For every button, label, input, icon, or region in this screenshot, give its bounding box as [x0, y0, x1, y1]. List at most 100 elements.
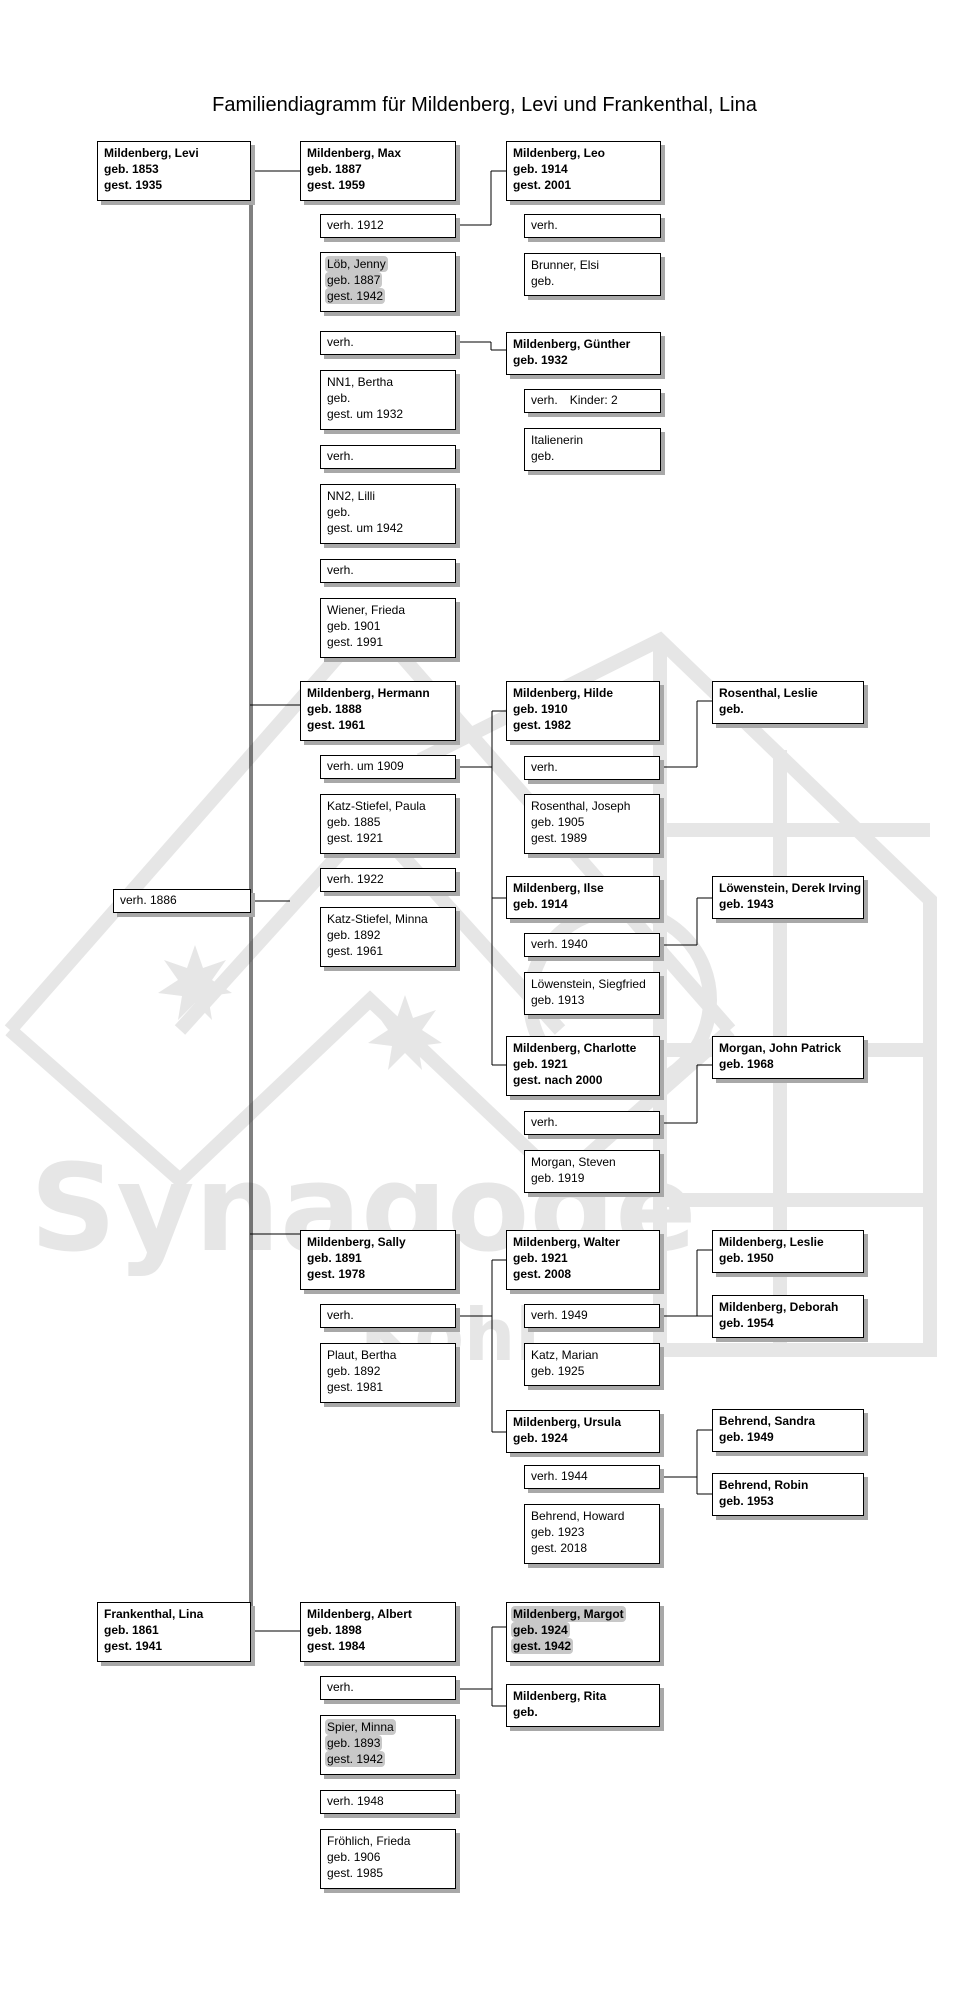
person-birth: geb. 1950	[719, 1251, 774, 1265]
spouse-name: Katz, Marian	[531, 1348, 599, 1362]
spouse-death: gest. um 1942	[327, 521, 404, 535]
person-name: Mildenberg, Levi	[104, 146, 199, 160]
marriage-label: verh. 1940	[531, 937, 588, 951]
marriage-label: verh. 1944	[531, 1469, 588, 1483]
spouse-birth: geb. 1906	[327, 1850, 381, 1864]
person-name: Mildenberg, Hermann	[307, 686, 430, 700]
person-name: Mildenberg, Walter	[513, 1235, 620, 1249]
person-birth: geb. 1910	[513, 702, 568, 716]
spouse-death: gest. 1921	[327, 831, 384, 845]
spouse-box-joseph: Rosenthal, Joseph geb. 1905 gest. 1989	[524, 794, 660, 854]
spouse-box-steven: Morgan, Steven geb. 1919	[524, 1150, 660, 1193]
marriage-label: verh.	[531, 760, 558, 774]
person-birth: geb. 1914	[513, 162, 568, 176]
marriage-box: verh. 1912	[320, 214, 456, 238]
marriage-box: verh. 1944	[524, 1465, 660, 1489]
spouse-death: gest. 1942	[325, 1751, 386, 1767]
spouse-birth: geb. 1919	[531, 1171, 585, 1185]
person-birth: geb. 1921	[513, 1057, 568, 1071]
spouse-birth: geb. 1887	[325, 272, 383, 288]
spouse-birth: geb.	[531, 274, 555, 288]
marriage-label: verh. 1949	[531, 1308, 588, 1322]
marriage-label: verh.	[327, 1308, 354, 1322]
marriage-label: verh. 1922	[327, 872, 384, 886]
person-birth: geb. 1949	[719, 1430, 774, 1444]
person-birth: geb. 1914	[513, 897, 568, 911]
marriage-label: verh.	[531, 1115, 558, 1129]
marriage-label: verh.	[531, 218, 558, 232]
marriage-box: verh.	[320, 445, 456, 469]
person-name: Löwenstein, Derek Irving	[719, 881, 862, 895]
spouse-death: gest. 2018	[531, 1541, 588, 1555]
spouse-death: gest. 1989	[531, 831, 588, 845]
person-death: gest. 2001	[513, 178, 572, 192]
marriage-box: verh. um 1909	[320, 755, 456, 779]
person-birth: geb. 1932	[513, 353, 568, 367]
person-box-hermann: Mildenberg, Hermann geb. 1888 gest. 1961	[300, 681, 456, 741]
person-name: Frankenthal, Lina	[104, 1607, 204, 1621]
person-box-charlotte: Mildenberg, Charlotte geb. 1921 gest. na…	[506, 1036, 660, 1096]
person-box-guenther: Mildenberg, Günther geb. 1932	[506, 332, 661, 375]
spouse-death: gest. 1942	[325, 288, 386, 304]
person-name: Behrend, Sandra	[719, 1414, 816, 1428]
spouse-birth: geb.	[327, 391, 351, 405]
spouse-box-bertha-plaut: Plaut, Bertha geb. 1892 gest. 1981	[320, 1343, 456, 1403]
person-name: Mildenberg, Margot	[511, 1606, 626, 1622]
person-death: gest. 1959	[307, 178, 366, 192]
marriage-box: verh.	[524, 214, 661, 238]
spouse-box-jenny: Löb, Jenny geb. 1887 gest. 1942	[320, 252, 456, 312]
person-death: gest. 1935	[104, 178, 163, 192]
spouse-birth: geb. 1892	[327, 928, 381, 942]
marriage-box: verh.	[524, 1111, 660, 1135]
person-death: gest. 1982	[513, 718, 572, 732]
person-birth: geb. 1924	[511, 1622, 570, 1638]
person-box-margot: Mildenberg, Margot geb. 1924 gest. 1942	[506, 1602, 660, 1662]
person-name: Mildenberg, Ursula	[513, 1415, 622, 1429]
person-name: Mildenberg, Leslie	[719, 1235, 824, 1249]
spouse-name: Löwenstein, Siegfried	[531, 977, 646, 991]
marriage-label: verh.	[327, 335, 354, 349]
spouse-box-italienerin: Italienerin geb.	[524, 428, 661, 471]
spouse-death: gest. 1961	[327, 944, 384, 958]
spouse-name: NN2, Lilli	[327, 489, 376, 503]
person-death: gest. 1984	[307, 1639, 366, 1653]
person-birth: geb. 1888	[307, 702, 362, 716]
person-birth: geb. 1953	[719, 1494, 774, 1508]
spouse-box-frieda-wiener: Wiener, Frieda geb. 1901 gest. 1991	[320, 598, 456, 658]
marriage-box: verh.Kinder: 2	[524, 389, 661, 413]
person-birth: geb.	[513, 1705, 538, 1719]
person-death: gest. 1978	[307, 1267, 366, 1281]
person-death: gest. 1961	[307, 718, 366, 732]
spouse-box-minna-spier: Spier, Minna geb. 1893 gest. 1942	[320, 1715, 456, 1775]
person-name: Mildenberg, Hilde	[513, 686, 614, 700]
marriage-label: verh.	[327, 1680, 354, 1694]
marriage-box: verh. 1940	[524, 933, 660, 957]
spouse-name: Fröhlich, Frieda	[327, 1834, 411, 1848]
person-death: gest. nach 2000	[513, 1073, 603, 1087]
spouse-name: Katz-Stiefel, Paula	[327, 799, 426, 813]
spouse-birth: geb. 1893	[325, 1735, 383, 1751]
person-birth: geb. 1924	[513, 1431, 568, 1445]
spouse-box-paula: Katz-Stiefel, Paula geb. 1885 gest. 1921	[320, 794, 456, 854]
spouse-name: Morgan, Steven	[531, 1155, 616, 1169]
spouse-birth: geb. 1892	[327, 1364, 381, 1378]
person-name: Mildenberg, Charlotte	[513, 1041, 637, 1055]
person-name: Mildenberg, Ilse	[513, 881, 604, 895]
marriage-label: verh. 1948	[327, 1794, 384, 1808]
person-name: Mildenberg, Günther	[513, 337, 631, 351]
root-marriage-box: verh. 1886	[113, 889, 251, 913]
person-box-deborah: Mildenberg, Deborah geb. 1954	[712, 1295, 864, 1338]
person-name: Mildenberg, Max	[307, 146, 402, 160]
person-death: gest. 1942	[511, 1638, 574, 1654]
diagram-title: Familiendiagramm für Mildenberg, Levi un…	[212, 94, 757, 116]
person-box-sandra: Behrend, Sandra geb. 1949	[712, 1409, 864, 1452]
children-count: Kinder: 2	[569, 393, 618, 407]
spouse-birth: geb. 1913	[531, 993, 585, 1007]
person-name: Morgan, John Patrick	[719, 1041, 842, 1055]
spouse-name: Wiener, Frieda	[327, 603, 406, 617]
person-box-derek: Löwenstein, Derek Irving geb. 1943	[712, 876, 864, 919]
spouse-name: Brunner, Elsi	[531, 258, 600, 272]
spouse-box-bertha: NN1, Bertha geb. gest. um 1932	[320, 370, 456, 430]
spouse-name: Rosenthal, Joseph	[531, 799, 631, 813]
spouse-death: gest. 1985	[327, 1866, 384, 1880]
